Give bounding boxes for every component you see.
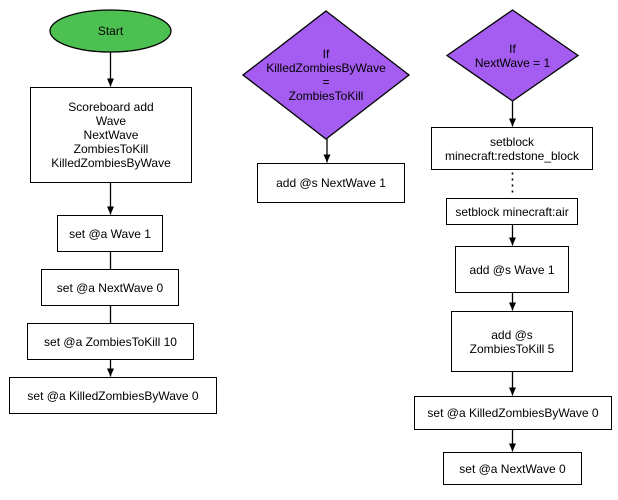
- node-set-zombiestokill-10: set @a ZombiesToKill 10: [27, 323, 194, 360]
- node-add-nextwave-1: add @s NextWave 1: [257, 163, 405, 203]
- node-set-nextwave-0-right: set @a NextWave 0: [443, 452, 582, 485]
- decision-diamond-nextwave: [445, 9, 580, 102]
- node-add-zombiestokill-5: add @s ZombiesToKill 5: [451, 311, 573, 372]
- decision-diamond-killedzombies: [241, 10, 411, 140]
- node-set-wave-1: set @a Wave 1: [57, 215, 163, 252]
- node-add-wave-1: add @s Wave 1: [455, 246, 569, 293]
- node-scoreboard-add: Scoreboard add Wave NextWave ZombiesToKi…: [30, 87, 192, 183]
- node-set-killedzombiesbywave-0-right: set @a KilledZombiesByWave 0: [414, 396, 612, 430]
- node-setblock-air: setblock minecraft:air: [446, 198, 578, 225]
- node-setblock-redstone: setblock minecraft:redstone_block: [431, 127, 593, 170]
- start-ellipse-shape: [49, 9, 172, 53]
- node-set-nextwave-0: set @a NextWave 0: [41, 269, 179, 306]
- node-set-killedzombiesbywave-0: set @a KilledZombiesByWave 0: [9, 377, 217, 414]
